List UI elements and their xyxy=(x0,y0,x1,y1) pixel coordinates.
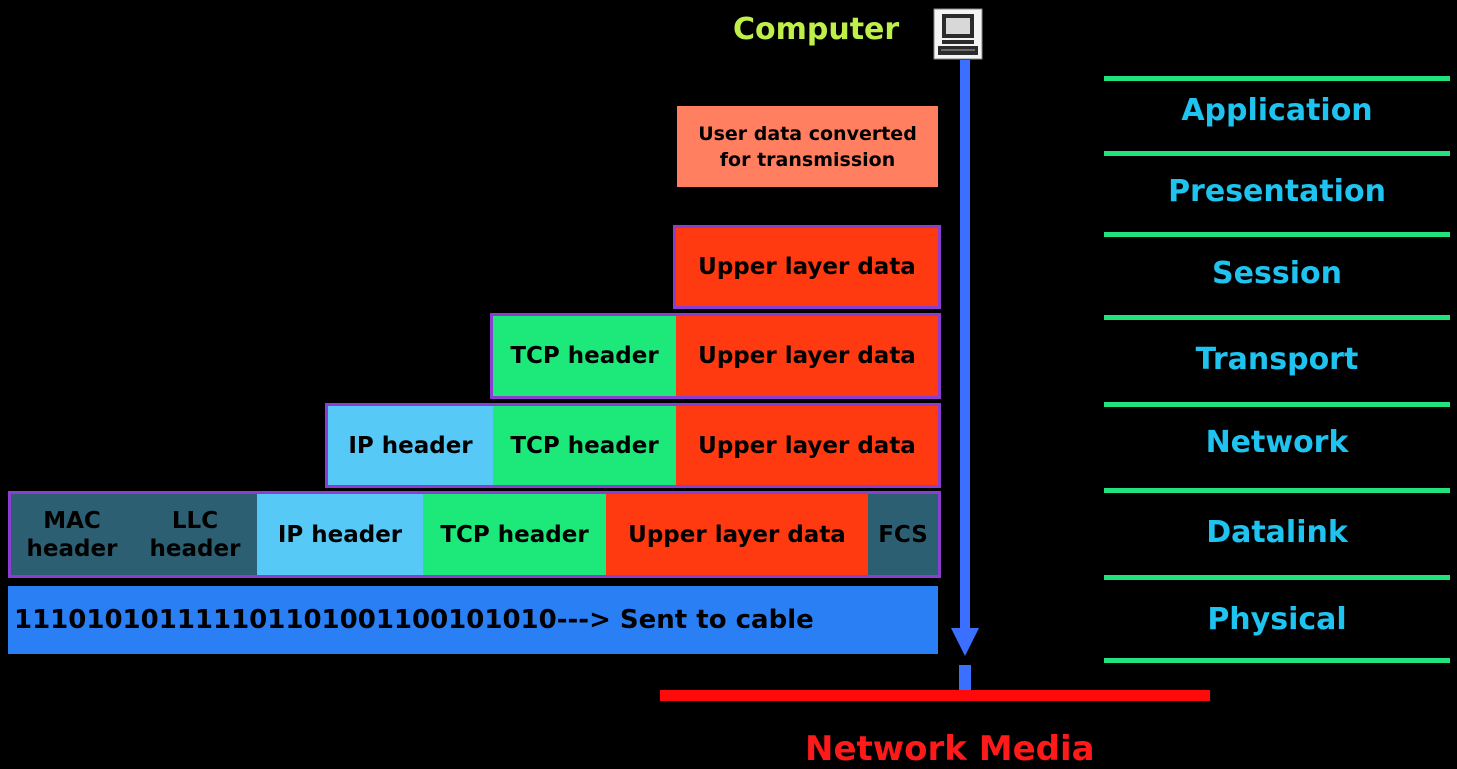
network-media-label: Network Media xyxy=(805,729,1095,769)
tcp-header: TCP header xyxy=(423,494,606,575)
upper-layer-data: Upper layer data xyxy=(676,406,938,485)
down-arrow-icon xyxy=(951,60,979,695)
osi-layer-session: Session xyxy=(1212,256,1342,291)
frame-row: MAC header LLC header IP header TCP head… xyxy=(8,491,941,578)
ip-header: IP header xyxy=(257,494,423,575)
osi-separator xyxy=(1104,658,1450,663)
computer-label: Computer xyxy=(733,12,900,47)
osi-separator xyxy=(1104,232,1450,237)
mac-header: MAC header xyxy=(11,494,133,575)
llc-header: LLC header xyxy=(133,494,257,575)
application-data-row: Upper layer data xyxy=(673,225,941,309)
osi-layer-physical: Physical xyxy=(1207,602,1347,637)
packet-row: IP header TCP header Upper layer data xyxy=(325,403,941,488)
upper-layer-data: Upper layer data xyxy=(676,228,938,306)
computer-icon xyxy=(933,8,983,60)
osi-layer-transport: Transport xyxy=(1195,342,1359,377)
ip-header: IP header xyxy=(328,406,493,485)
osi-separator xyxy=(1104,315,1450,320)
osi-separator xyxy=(1104,402,1450,407)
osi-layer-application: Application xyxy=(1181,93,1373,128)
osi-separator xyxy=(1104,151,1450,156)
network-media-line xyxy=(660,690,1210,701)
osi-separator xyxy=(1104,76,1450,81)
bits-row: 111010101111101101001100101010---> Sent … xyxy=(8,586,938,654)
osi-layer-datalink: Datalink xyxy=(1206,515,1348,550)
user-data-box: User data converted for transmission xyxy=(677,106,938,187)
tcp-header: TCP header xyxy=(493,406,676,485)
fcs-trailer: FCS xyxy=(868,494,938,575)
osi-separator xyxy=(1104,488,1450,493)
tcp-header: TCP header xyxy=(493,316,676,396)
segment-row: TCP header Upper layer data xyxy=(490,313,941,399)
osi-layer-presentation: Presentation xyxy=(1168,174,1386,209)
upper-layer-data: Upper layer data xyxy=(676,316,938,396)
osi-layer-network: Network xyxy=(1205,425,1349,460)
upper-layer-data: Upper layer data xyxy=(606,494,868,575)
osi-separator xyxy=(1104,575,1450,580)
